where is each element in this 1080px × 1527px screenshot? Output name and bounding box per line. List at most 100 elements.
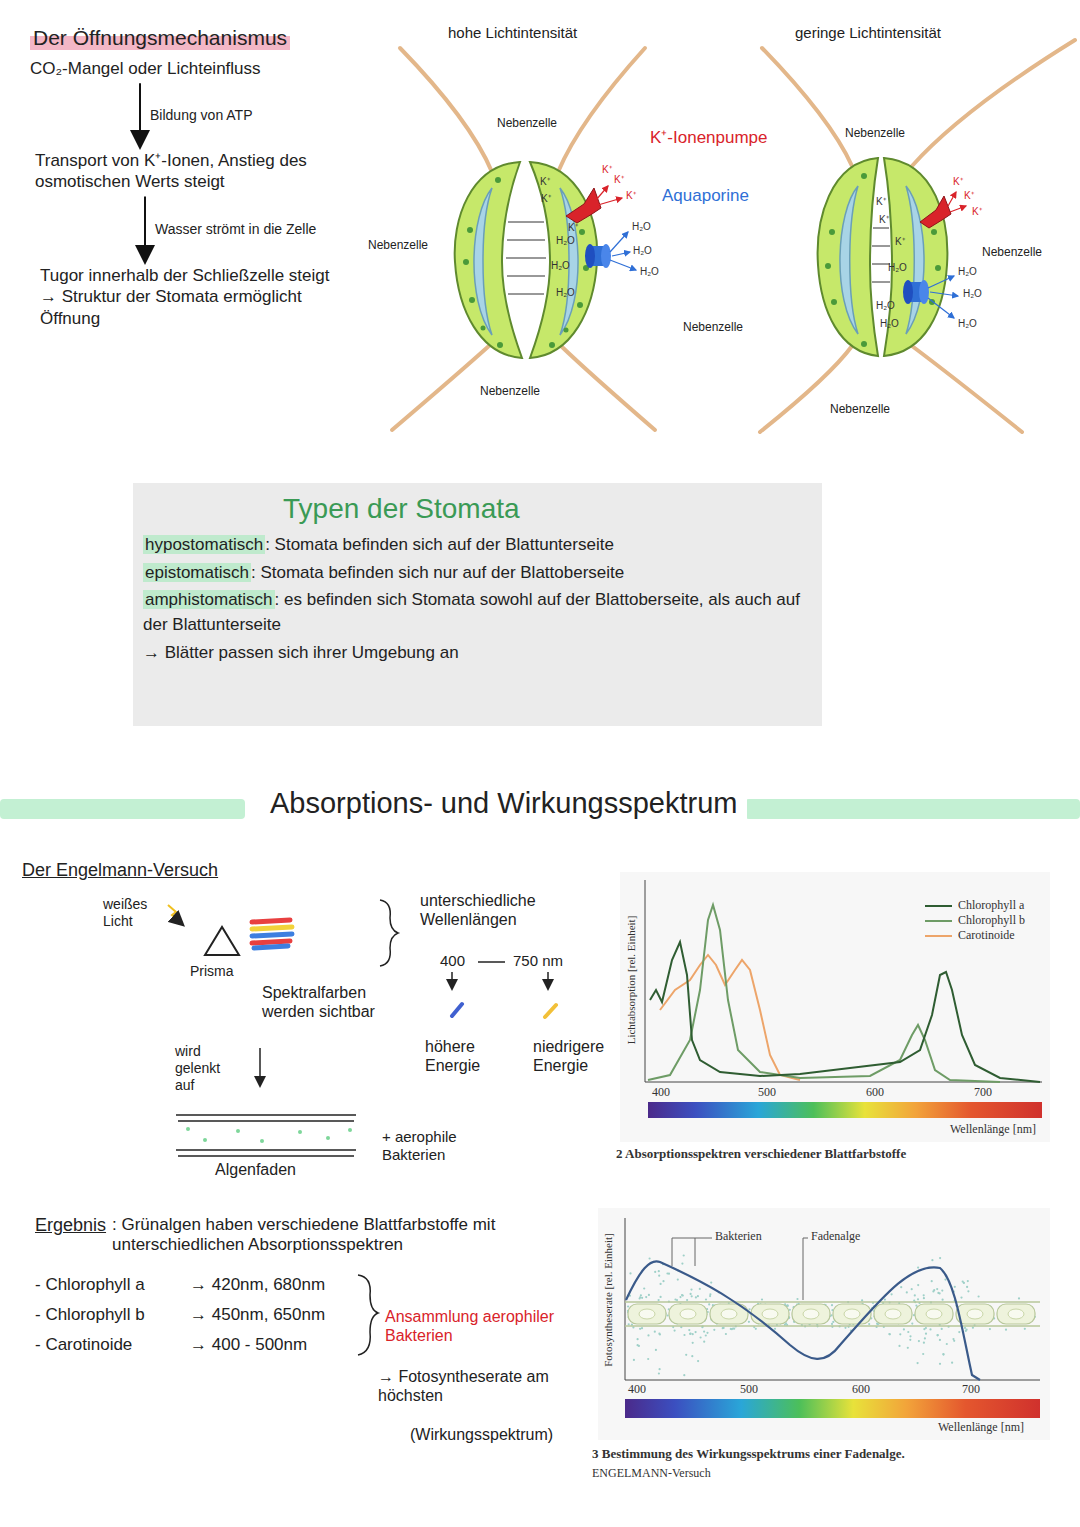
bacterium-dot: [647, 1358, 649, 1360]
axis-title: Lichtabsorption [rel. Einheit]: [625, 916, 638, 1045]
engelmann-sketch: [478, 961, 505, 963]
flow-step: CO₂-Mangel oder Lichteinfluss: [30, 58, 330, 79]
bacterium-dot: [941, 1290, 943, 1292]
bacterium-dot: [627, 1305, 629, 1307]
stoma-open: [596, 186, 622, 205]
bacterium-dot: [868, 1323, 870, 1325]
axis-label: 600: [852, 1382, 870, 1396]
legend-sample: [925, 920, 952, 922]
bacterium-dot: [690, 1332, 692, 1334]
bacterium-dot: [699, 1288, 701, 1290]
note-text: Prisma: [190, 963, 234, 980]
bacterium-dot: [978, 1295, 980, 1297]
bacterium-dot: [645, 1296, 647, 1298]
bacterium-dot: [914, 1294, 916, 1296]
ion-label: H₂O: [556, 287, 575, 299]
absorption-chart: [648, 1102, 1042, 1118]
note-text: → Fotosyntheserate am höchsten: [378, 1367, 578, 1405]
cell-label: Nebenzelle: [830, 402, 890, 416]
ion-label: K⁺: [953, 176, 963, 188]
stoma-closed: [950, 206, 966, 212]
stoma-closed: [873, 228, 889, 229]
bacterium-dot: [700, 1336, 702, 1338]
definition-text: → Blätter passen sich ihrer Umgebung an: [143, 643, 459, 662]
engelmann-sketch: [358, 1275, 378, 1355]
bacterium-dot: [899, 1333, 901, 1335]
engelmann-sketch: [203, 1138, 207, 1142]
stoma-open: [508, 222, 544, 223]
axis-label: 400: [652, 1085, 670, 1099]
engelmann-sketch: [252, 927, 292, 929]
bacterium-dot: [967, 1290, 969, 1292]
note-text: höhere Energie: [425, 1037, 497, 1075]
stoma-closed: [912, 40, 1075, 166]
algae-cell: [639, 1309, 655, 1319]
bacterium-dot: [666, 1272, 668, 1274]
stoma-open: [610, 260, 636, 270]
stoma-closed: [760, 346, 852, 432]
bacterium-dot: [691, 1355, 693, 1357]
stoma-closed: [818, 158, 878, 356]
stoma-open: [564, 328, 569, 333]
stoma-open: [601, 244, 611, 268]
bacterium-dot: [639, 1328, 641, 1330]
bacterium-dot: [952, 1338, 954, 1340]
algae-cell: [926, 1309, 942, 1319]
stoma-open: [596, 186, 608, 200]
figure-title: hohe Lichtintensität: [448, 24, 577, 42]
bacterium-dot: [972, 1327, 974, 1329]
stoma-open: [560, 345, 655, 430]
bacterium-dot: [918, 1340, 920, 1342]
note-text: weißes Licht: [103, 896, 163, 930]
ion-label: K⁺: [964, 190, 974, 202]
panel-row: → Blätter passen sich ihrer Umgebung an: [143, 641, 808, 666]
bacterium-dot: [674, 1330, 676, 1332]
stoma-closed: [861, 173, 867, 179]
bacterium-dot: [898, 1345, 900, 1347]
bacterium-dot: [658, 1270, 660, 1272]
axis-title: Fotosyntheserate [rel. Einheit]: [602, 1233, 615, 1367]
bacterium-dot: [732, 1327, 734, 1329]
axis-label: 500: [740, 1382, 758, 1396]
engelmann-sketch: [254, 946, 288, 948]
bacterium-dot: [705, 1298, 707, 1300]
bacterium-dot: [925, 1327, 927, 1329]
ion-label: K⁺: [568, 222, 578, 234]
bacterium-dot: [923, 1342, 925, 1344]
bacterium-dot: [951, 1362, 953, 1364]
stoma-closed: [928, 298, 954, 318]
subheading: Ergebnis: [35, 1215, 106, 1237]
bacterium-dot: [689, 1333, 691, 1335]
bacterium-dot: [907, 1331, 909, 1333]
note-text: → 420nm, 680nm: [190, 1275, 325, 1295]
stoma-closed: [762, 48, 852, 166]
bacterium-dot: [917, 1284, 919, 1286]
bacterium-dot: [937, 1334, 939, 1336]
bacterium-dot: [658, 1275, 660, 1277]
stoma-open: [506, 258, 546, 259]
stoma-closed: [912, 346, 1022, 432]
absorption-chart: [620, 872, 1050, 1142]
ion-label: H₂O: [963, 288, 982, 300]
bacterium-dot: [906, 1291, 908, 1293]
stoma-open: [506, 222, 546, 294]
bacterium-dot: [658, 1333, 660, 1335]
bacterium-dot: [909, 1335, 911, 1337]
bacterium-dot: [628, 1323, 630, 1325]
bacterium-dot: [911, 1288, 913, 1290]
stoma-closed: [829, 229, 835, 235]
legend-text: Carotinoide: [958, 928, 1015, 943]
bacterium-dot: [676, 1299, 678, 1301]
bacterium-dot: [643, 1287, 645, 1289]
bacterium-dot: [960, 1297, 962, 1299]
cell-label: Nebenzelle: [368, 238, 428, 252]
ion-label: H₂O: [632, 221, 651, 233]
algae-filament: [625, 1325, 1040, 1327]
stoma-open: [497, 342, 503, 348]
legend-text: Chlorophyll a: [958, 898, 1024, 913]
bacterium-dot: [638, 1345, 640, 1347]
bacterium-dot: [1024, 1328, 1026, 1330]
bacterium-dot: [844, 1327, 846, 1329]
arrow-label: Bildung von ATP: [150, 107, 320, 123]
algae-cell: [669, 1304, 707, 1324]
